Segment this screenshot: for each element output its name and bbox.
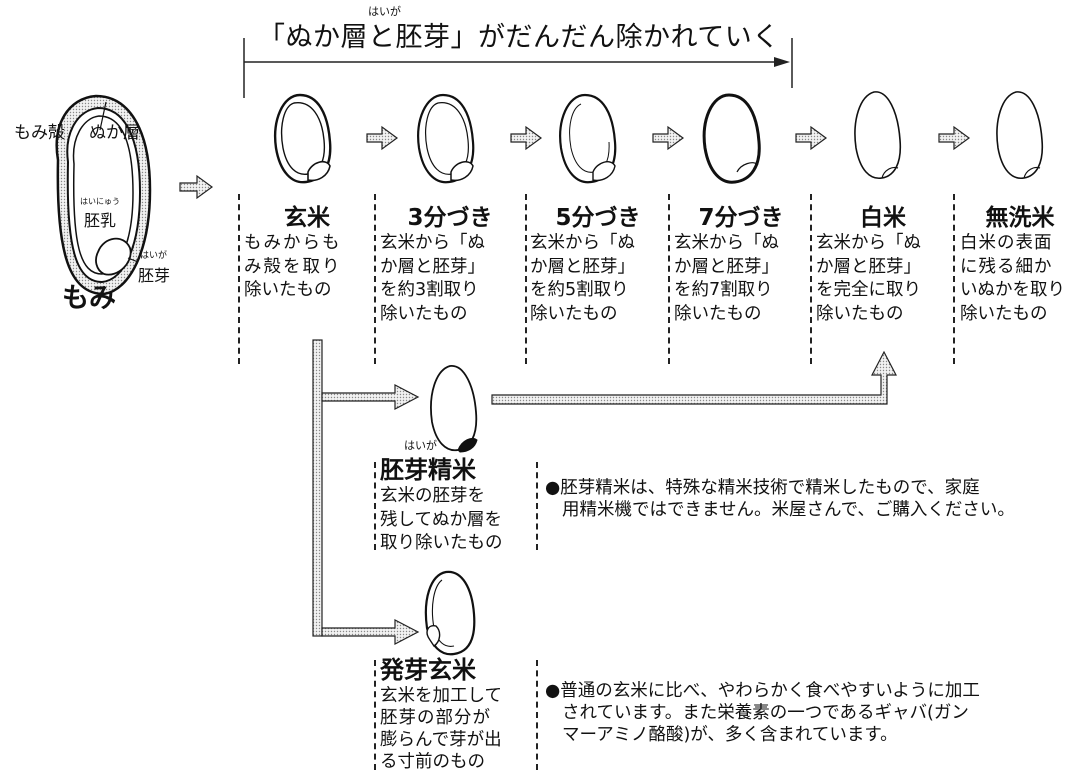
stage-name: 白米: [860, 205, 906, 231]
stage-3bu: 3分づき 玄米から「ぬ か層と胚芽」 を約3割取り 除いたもの: [380, 198, 520, 326]
hatsuga-genmai-desc-line: る寸前のもの: [380, 752, 485, 772]
haiga-seimai-desc-line: 取り除いたもの: [380, 533, 503, 553]
stage-genmai: 玄米 もみからも み殻を取り 除いたもの: [244, 198, 370, 303]
stage-hakumai: 白米 玄米から「ぬ か層と胚芽」 を完全に取り 除いたもの: [816, 198, 950, 326]
header-ruby: はいが: [368, 5, 401, 18]
hatsuga-genmai-note: ●普通の玄米に比べ、やわらかく食べやすいように加工 されています。また栄養素の一…: [545, 680, 980, 746]
hatsuga-genmai-desc-line: 玄米を加工して: [380, 686, 502, 706]
hatsuga-genmai-note-line: マーアミノ酪酸)が、多く含まれています。: [562, 725, 898, 745]
stage-name: 3分づき: [407, 205, 493, 231]
hatsuga-genmai-note-line: されています。また栄養素の一つであるギャバ(ガン: [562, 703, 969, 723]
grain-hakumai: [854, 91, 902, 179]
haiga-seimai-desc-line: 玄米の胚芽を: [380, 486, 485, 506]
germ-ruby: はいが: [140, 251, 168, 261]
stage-name: 7分づき: [698, 205, 784, 231]
husk-label: もみ殻: [14, 123, 65, 143]
haiga-seimai-note-line: ●胚芽精米は、特殊な精米技術で精米したもので、家庭: [545, 478, 980, 498]
stage-desc-line: か層と胚芽」: [674, 256, 779, 277]
arrow-moma-to-genmai: [179, 174, 214, 200]
dash-divider: [668, 194, 670, 364]
haiga-seimai-desc-line: 残してぬか層を: [380, 509, 502, 530]
stage-name: 玄米: [284, 205, 330, 231]
stage-7bu: 7分づき 玄米から「ぬ か層と胚芽」 を約7割取り 除いたもの: [674, 198, 808, 326]
dash-divider: [536, 462, 538, 550]
haiga-seimai-note-line: 用精米機ではできません。米屋さんで、ご購入ください。: [562, 500, 1015, 520]
header-title: 「ぬか層と胚芽」がだんだん除かれていく: [258, 22, 780, 53]
progress-arrow: [243, 38, 793, 98]
stage-5bu: 5分づき 玄米から「ぬ か層と胚芽」 を約5割取り 除いたもの: [530, 198, 666, 326]
branch-paths: [312, 339, 897, 645]
moma-title: もみ: [62, 283, 116, 314]
stage-arrows: [366, 125, 971, 151]
haiga-seimai-block: 胚芽精米 玄米の胚芽を 残してぬか層を 取り除いたもの: [380, 450, 532, 556]
grain-musenmai: [996, 91, 1044, 179]
stage-desc-line: 玄米から「ぬ: [380, 233, 485, 253]
stage-name: 無洗米: [985, 205, 1055, 231]
grain-hatsuga-genmai: [424, 570, 476, 656]
dash-divider: [953, 194, 955, 364]
stage-desc-line: か層と胚芽」: [530, 256, 635, 277]
grain-3bu: [417, 93, 475, 184]
dash-divider: [374, 462, 376, 550]
stage-desc-line: か層と胚芽」: [380, 256, 485, 277]
hatsuga-genmai-block: 発芽玄米 玄米を加工して 胚芽の部分が 膨らんで芽が出 る寸前のもの: [380, 650, 532, 773]
grain-7bu: [702, 93, 761, 184]
stage-desc-line: 玄米から「ぬ: [530, 233, 635, 253]
endosperm-ruby: はいにゅう: [80, 197, 120, 206]
dash-divider: [238, 194, 240, 364]
stage-name: 5分づき: [555, 205, 641, 231]
stage-desc-line: 除いたもの: [674, 303, 762, 324]
stage-desc-line: を約7割取り: [674, 280, 773, 300]
hatsuga-genmai-note-line: ●普通の玄米に比べ、やわらかく食べやすいように加工: [545, 681, 980, 701]
grain-genmai: [274, 93, 332, 184]
germ-label: 胚芽: [138, 266, 171, 285]
stage-desc-line: に残る細か: [960, 256, 1053, 277]
stage-desc-line: 除いたもの: [244, 280, 332, 300]
stage-desc-line: み殻を取り: [244, 256, 342, 277]
dash-divider: [374, 194, 376, 364]
bran-label: ぬか層: [89, 123, 140, 143]
stage-musenmai: 無洗米 白米の表面 に残る細か いぬかを取り 除いたもの: [960, 198, 1080, 326]
hatsuga-genmai-desc-line: 膨らんで芽が出: [380, 730, 502, 750]
dash-divider: [525, 194, 527, 364]
stage-desc-line: 除いたもの: [816, 303, 904, 324]
stage-desc-line: もみからも: [244, 233, 342, 253]
stage-desc-line: 白米の表面: [960, 233, 1053, 253]
haiga-seimai-ruby: はいが: [404, 439, 437, 452]
dash-divider: [374, 660, 376, 770]
dash-divider: [536, 660, 538, 770]
stage-desc-line: 除いたもの: [960, 303, 1048, 324]
haiga-seimai-name: 胚芽精米: [380, 456, 476, 484]
moma-grain-illustration: [55, 94, 152, 296]
stage-desc-line: を完全に取り: [816, 280, 921, 300]
stage-desc-line: か層と胚芽」: [816, 256, 921, 277]
dash-divider: [810, 194, 812, 364]
endosperm-label: 胚乳: [84, 211, 117, 230]
stage-desc-line: 除いたもの: [530, 303, 618, 324]
stage-desc-line: を約3割取り: [380, 280, 479, 300]
grain-5bu: [559, 93, 617, 184]
stage-desc-line: 除いたもの: [380, 303, 468, 324]
stage-desc-line: を約5割取り: [530, 280, 629, 300]
grain-haiga-seimai: [430, 365, 478, 453]
hatsuga-genmai-desc-line: 胚芽の部分が: [380, 708, 491, 728]
haiga-seimai-note: ●胚芽精米は、特殊な精米技術で精米したもので、家庭 用精米機ではできません。米屋…: [545, 477, 1015, 521]
hatsuga-genmai-name: 発芽玄米: [380, 656, 476, 684]
stage-desc-line: 玄米から「ぬ: [816, 233, 921, 253]
stage-desc-line: いぬかを取り: [960, 280, 1065, 300]
stage-desc-line: 玄米から「ぬ: [674, 233, 779, 253]
